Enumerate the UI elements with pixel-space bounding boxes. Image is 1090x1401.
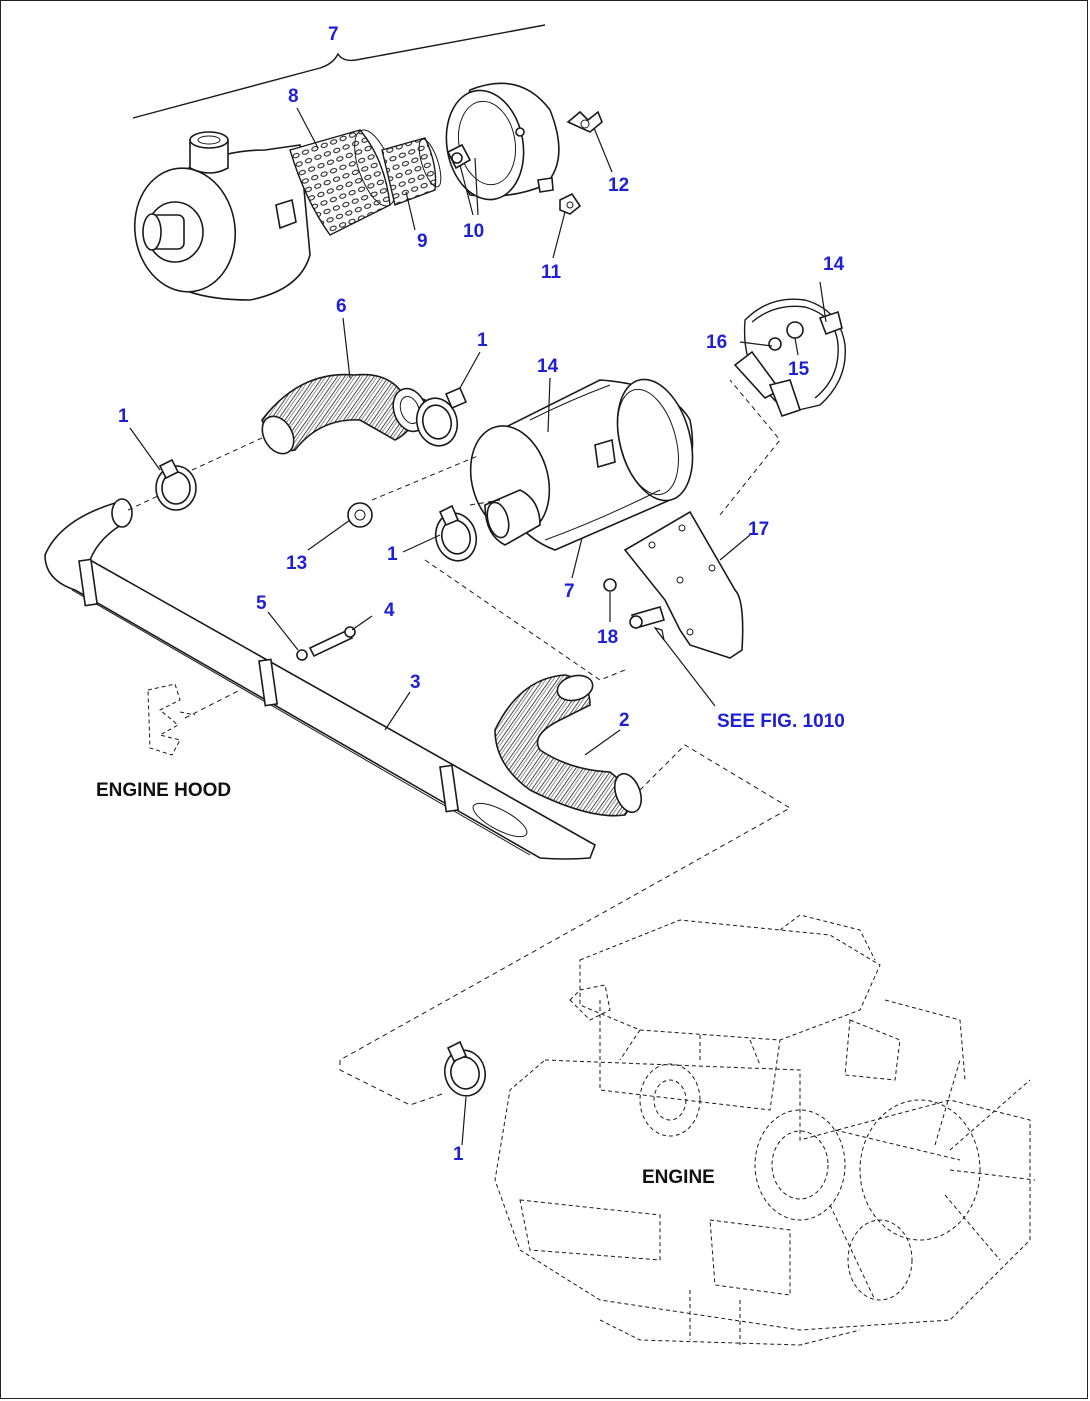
captions: ENGINE HOOD ENGINE SEE FIG. 1010: [96, 711, 845, 1188]
assembly-brace-7: [132, 24, 546, 119]
callout-17: 17: [748, 519, 769, 540]
see-figure-reference: SEE FIG. 1010: [717, 711, 845, 732]
air-cleaner-body: [133, 131, 311, 301]
bolt-bracket: [629, 606, 666, 629]
mounting-band-14: [733, 298, 846, 418]
callout-12: 12: [608, 175, 629, 196]
cleaner-cover: [445, 82, 560, 201]
callout-1: 1: [453, 1144, 464, 1165]
callout-13: 13: [286, 553, 307, 574]
callout-4: 4: [384, 600, 395, 621]
wing-nut-12: [566, 110, 603, 133]
callout-7: 7: [564, 581, 575, 602]
callout-5: 5: [256, 593, 267, 614]
callout-9: 9: [417, 231, 428, 252]
callout-6: 6: [336, 296, 347, 317]
callout-1: 1: [387, 544, 398, 565]
callout-10: 10: [463, 221, 484, 242]
engine-hood-ghost: [147, 683, 196, 756]
callout-14: 14: [823, 254, 845, 275]
hose-elbow-6: [261, 373, 428, 455]
callout-7: 7: [328, 24, 339, 45]
callout-16: 16: [706, 332, 727, 353]
callout-8: 8: [288, 86, 299, 107]
connection-lines: [127, 379, 791, 1106]
hose-clamp-1d: [443, 1040, 487, 1097]
bolt-4: [308, 626, 356, 658]
callout-1: 1: [118, 406, 129, 427]
air-cleaner-7: [469, 378, 694, 551]
nut-13: [347, 502, 373, 528]
caption-engine: ENGINE: [642, 1167, 715, 1188]
callout-14: 14: [537, 356, 559, 377]
washer-5: [296, 649, 308, 661]
callout-15: 15: [788, 359, 810, 380]
hose-clamp-1b: [415, 386, 468, 447]
bracket-17: [623, 510, 744, 659]
engine-ghost: [494, 914, 1036, 1346]
nut-18: [603, 578, 617, 592]
callout-1: 1: [477, 330, 488, 351]
cover-clip-10: [446, 143, 472, 170]
hose-2: [494, 674, 642, 817]
callout-2: 2: [619, 710, 630, 731]
hose-clamp-1c: [434, 504, 478, 562]
callout-18: 18: [597, 627, 618, 648]
intake-pipe-3: [44, 498, 596, 860]
callouts: 7 8 9 10 11 12 14 16 15 6 1 14 1 13 1 7 …: [118, 24, 845, 1165]
callout-11: 11: [541, 262, 562, 283]
caption-engine-hood: ENGINE HOOD: [96, 780, 231, 801]
safety-element-9: [381, 137, 442, 206]
filter-element-8: [289, 129, 396, 236]
hose-clamp-1a: [155, 458, 197, 511]
wing-nut-11: [559, 192, 582, 215]
callout-3: 3: [410, 672, 421, 693]
leader-lines: [129, 107, 827, 1146]
